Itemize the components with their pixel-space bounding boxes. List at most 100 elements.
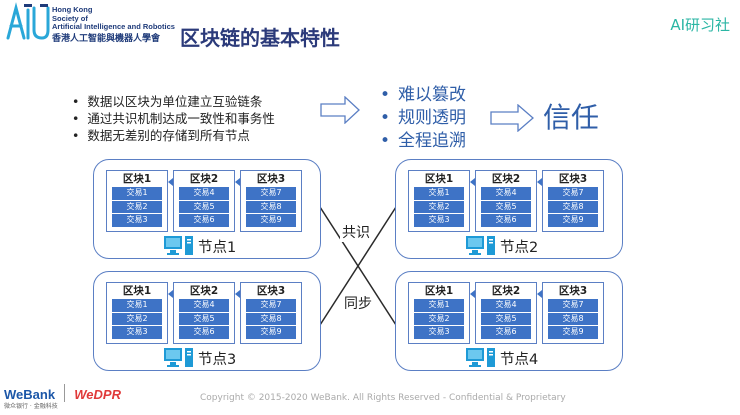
slide-title: 区块链的基本特性 [180, 26, 340, 50]
block-title: 区块1 [424, 285, 454, 297]
transaction: 交易2 [112, 200, 162, 213]
list-item: 数据无差别的存储到所有节点 [72, 127, 275, 144]
block-title: 区块2 [189, 173, 219, 185]
chain-arrow-icon [537, 178, 542, 186]
block-title: 区块2 [491, 173, 521, 185]
block-title: 区块1 [424, 173, 454, 185]
transaction: 交易8 [246, 312, 296, 325]
transaction: 交易2 [414, 200, 464, 213]
chain-arrow-icon [168, 290, 173, 298]
block-title: 区块2 [189, 285, 219, 297]
transaction: 交易5 [179, 200, 229, 213]
transaction: 交易6 [179, 326, 229, 339]
transaction: 交易9 [246, 326, 296, 339]
sync-cross-lines [319, 206, 397, 326]
transaction: 交易7 [246, 299, 296, 312]
transaction: 交易4 [481, 187, 531, 200]
block-title: 区块1 [122, 173, 152, 185]
consensus-label: 共识 [340, 222, 372, 242]
transaction: 交易9 [246, 214, 296, 227]
transaction: 交易6 [481, 214, 531, 227]
list-item: 规则透明 [380, 107, 466, 130]
transaction: 交易6 [179, 214, 229, 227]
transaction: 交易6 [481, 326, 531, 339]
computer-icon [164, 348, 193, 367]
list-item: 难以篡改 [380, 84, 466, 107]
computer-icon [466, 236, 495, 255]
chain-arrow-icon [235, 290, 240, 298]
node-label: 节点4 [500, 352, 539, 368]
transaction: 交易2 [414, 312, 464, 325]
webank-subtitle: 微众银行 · 金融科技 [4, 403, 58, 410]
node-label: 节点1 [198, 240, 237, 256]
chain-arrow-icon [470, 290, 475, 298]
brand-watermark: AI研习社 [670, 16, 730, 34]
computer-icon [466, 348, 495, 367]
copyright: Copyright © 2015-2020 WeBank. All Rights… [200, 393, 566, 403]
transaction: 交易1 [112, 187, 162, 200]
transaction: 交易3 [414, 326, 464, 339]
chain-arrow-icon [537, 290, 542, 298]
transaction: 交易8 [548, 200, 598, 213]
transaction: 交易8 [246, 200, 296, 213]
wedpr-logo: WeDPR [74, 387, 121, 402]
block-title: 区块2 [491, 285, 521, 297]
property-list: 难以篡改 规则透明 全程追溯 [380, 84, 466, 153]
society-line-3: Artificial Intelligence and Robotics [52, 22, 175, 31]
transaction: 交易7 [246, 187, 296, 200]
list-item: 数据以区块为单位建立互验链条 [72, 93, 275, 110]
transaction: 交易7 [548, 299, 598, 312]
transaction: 交易3 [112, 214, 162, 227]
block-title: 区块3 [558, 173, 588, 185]
list-item: 通过共识机制达成一致性和事务性 [72, 110, 275, 127]
feature-list: 数据以区块为单位建立互验链条 通过共识机制达成一致性和事务性 数据无差别的存储到… [72, 93, 275, 144]
transaction: 交易2 [112, 312, 162, 325]
list-item: 全程追溯 [380, 130, 466, 153]
transaction: 交易3 [112, 326, 162, 339]
chain-arrow-icon [168, 178, 173, 186]
block-title: 区块1 [122, 285, 152, 297]
trust-result: 信任 [543, 101, 600, 134]
transaction: 交易5 [179, 312, 229, 325]
transaction: 交易5 [481, 200, 531, 213]
transaction: 交易9 [548, 214, 598, 227]
chain-arrow-icon [235, 178, 240, 186]
arrow-right-icon [320, 96, 360, 124]
society-line-2: Society of [52, 13, 88, 23]
transaction: 交易9 [548, 326, 598, 339]
hksair-logo-icon [6, 2, 50, 40]
society-chinese-name: 香港人工智能與機器人學會 [52, 32, 161, 43]
block-title: 区块3 [256, 173, 286, 185]
block-title: 区块3 [558, 285, 588, 297]
transaction: 交易3 [414, 214, 464, 227]
transaction: 交易4 [481, 299, 531, 312]
arrow-right-icon [490, 104, 534, 132]
sync-label: 同步 [342, 293, 374, 313]
society-name: Hong Kong Society of Artificial Intellig… [52, 5, 175, 44]
transaction: 交易1 [414, 299, 464, 312]
society-line-1: Hong Kong [52, 5, 93, 14]
node-label: 节点3 [198, 352, 237, 368]
transaction: 交易7 [548, 187, 598, 200]
transaction: 交易1 [414, 187, 464, 200]
block-title: 区块3 [256, 285, 286, 297]
webank-logo: WeBank [4, 387, 56, 402]
node-label: 节点2 [500, 240, 539, 256]
footer-brand: WeBank WeDPR 微众银行 · 金融科技 [4, 384, 121, 410]
chain-arrow-icon [470, 178, 475, 186]
